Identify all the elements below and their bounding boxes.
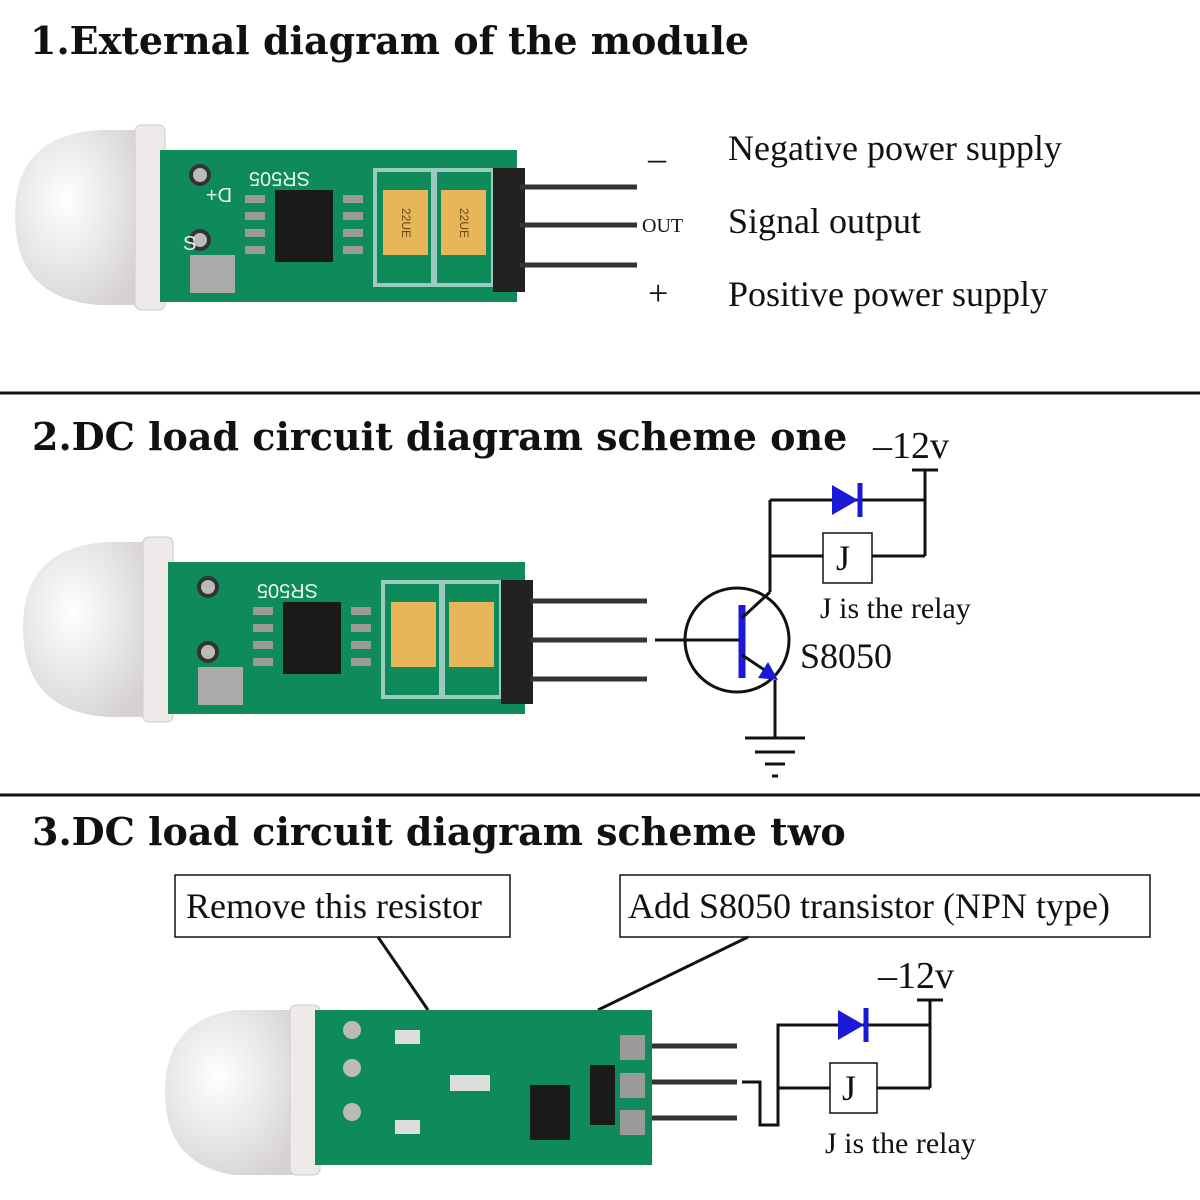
- transistor-label: S8050: [800, 636, 892, 676]
- relay-note: J is the relay: [820, 592, 971, 625]
- svg-text:S: S: [183, 233, 196, 255]
- relay-note: J is the relay: [825, 1127, 976, 1160]
- module-board: SR505: [21, 535, 535, 724]
- scheme-one-circuit: J –12v J is the relay S8050: [655, 425, 971, 778]
- supply-label: –12v: [877, 955, 954, 997]
- capacitor-marking: 22UE: [399, 208, 413, 238]
- svg-text:J: J: [836, 538, 850, 578]
- scheme-two-circuit: J –12v J is the relay: [742, 955, 976, 1160]
- relay-box: [822, 532, 873, 584]
- pin-label: Negative power supply: [728, 128, 1062, 168]
- relay-box: [829, 1062, 878, 1114]
- callout-remove: Remove this resistor: [186, 886, 482, 926]
- pin-label: Positive power supply: [728, 274, 1048, 314]
- capacitor-marking: 22UE: [457, 208, 471, 238]
- svg-text:J: J: [842, 1068, 856, 1108]
- callout-remove-box: [174, 874, 511, 938]
- svg-text:D+: D+: [206, 183, 232, 205]
- pin-mark: –: [647, 138, 667, 178]
- diode-icon: [838, 1010, 864, 1040]
- section-title: 2.DC load circuit diagram scheme one: [32, 414, 847, 459]
- pin-mark: +: [648, 273, 668, 313]
- callout-add-box: [619, 874, 1151, 938]
- supply-label: –12v: [872, 425, 949, 467]
- diode-icon: [832, 485, 858, 515]
- pin-label: Signal output: [728, 201, 921, 241]
- module-board: SR505 D+ S 22UE 22UE: [13, 123, 527, 312]
- pin-mark: OUT: [642, 215, 683, 237]
- callout-add: Add S8050 transistor (NPN type): [628, 886, 1110, 926]
- section-title: 3.DC load circuit diagram scheme two: [32, 809, 846, 854]
- svg-text:SR505: SR505: [249, 167, 310, 189]
- module-board-back: [165, 1004, 652, 1176]
- svg-text:SR505: SR505: [257, 579, 318, 601]
- section-title: 1.External diagram of the module: [30, 18, 749, 63]
